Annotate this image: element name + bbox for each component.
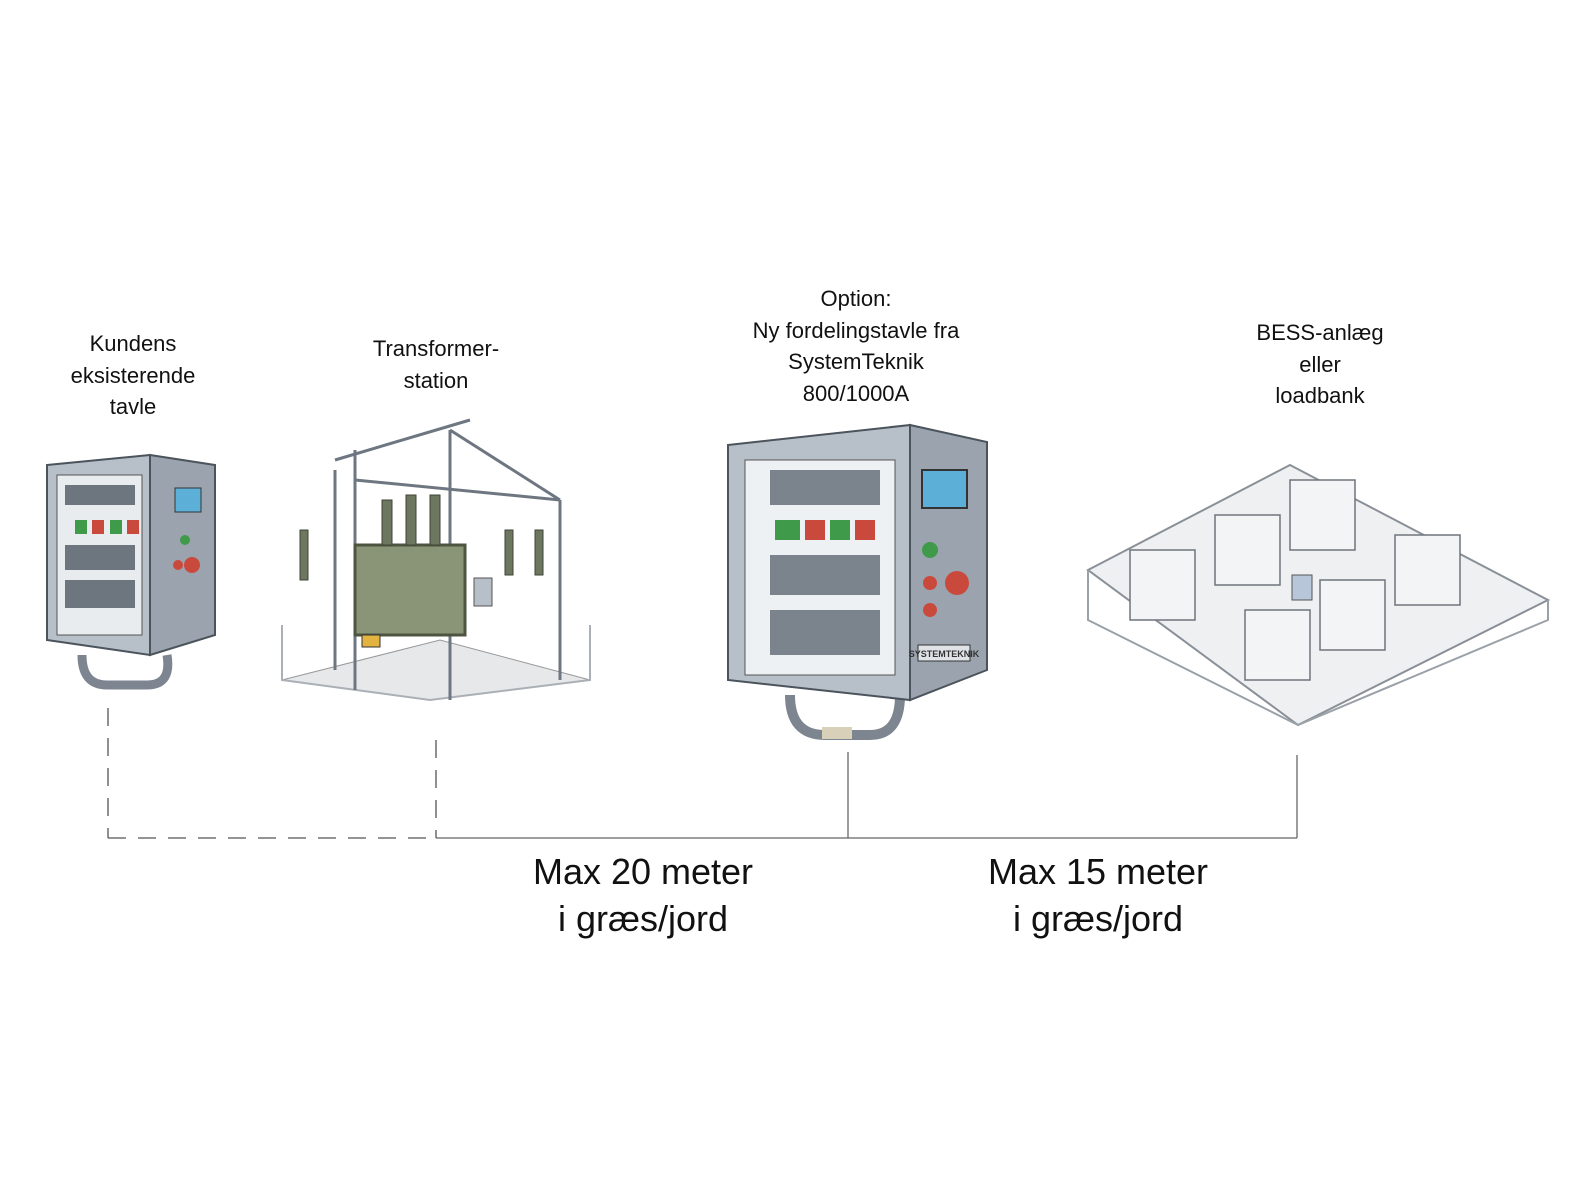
systemteknik-logo: SYSTEMTEKNIK	[909, 649, 980, 659]
bess-illustration	[1086, 463, 1551, 727]
distance-line: Max 20 meter	[532, 851, 754, 892]
distance-line: Max 15 meter	[987, 851, 1209, 892]
label-bess: BESS-anlæg eller loadbank	[1256, 317, 1383, 412]
connection-customer-transformer	[107, 708, 437, 839]
distance-label-15m: Max 15 meter i græs/jord	[988, 848, 1208, 942]
label-line: SystemTeknik	[788, 349, 924, 374]
label-line: Ny fordelingstavle fra	[752, 317, 960, 343]
new-panel-illustration: SYSTEMTEKNIK	[727, 423, 988, 740]
label-line: Kundens	[89, 331, 177, 356]
label-line: BESS-anlæg	[1256, 320, 1384, 345]
label-line: station	[403, 367, 469, 393]
label-transformer: Transformer- station	[373, 333, 499, 396]
label-line: Transformer-	[372, 336, 500, 361]
label-customer-panel: Kundens eksisterende tavle	[71, 328, 196, 423]
customer-panel-illustration	[46, 453, 216, 690]
connection-main-cable	[436, 752, 1298, 839]
transformer-illustration	[281, 418, 591, 702]
distance-line: i græs/jord	[1012, 898, 1184, 939]
label-line: eller	[1299, 351, 1341, 377]
label-line: tavle	[109, 394, 157, 419]
label-line: 800/1000A	[802, 380, 910, 406]
label-line: loadbank	[1275, 383, 1365, 408]
label-new-panel: Option: Ny fordelingstavle fra SystemTek…	[753, 283, 960, 409]
distance-label-20m: Max 20 meter i græs/jord	[533, 848, 753, 942]
distance-line: i græs/jord	[557, 898, 729, 939]
label-line: Option:	[820, 286, 892, 311]
label-line: eksisterende	[70, 362, 196, 388]
